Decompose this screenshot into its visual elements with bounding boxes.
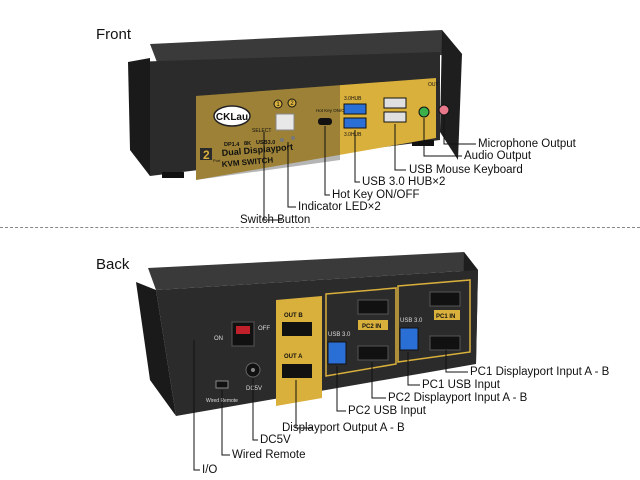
dp-output-a-port [282,364,312,378]
microphone-jack [438,104,450,116]
section-divider [0,227,640,228]
model-line-2: KVM SWITCH [221,156,273,169]
pc1-in-label: PC1 IN [436,314,455,320]
pc1-dp-b-port [429,291,461,307]
callout-wired-remote: Wired Remote [232,449,306,461]
logo-text: CKLau [216,112,248,123]
callout-audio-output: Audio Output [464,150,532,162]
hub-label-top: 3.0HUB [344,96,362,102]
callout-usb-mouse-keyboard: USB Mouse Keyboard [409,164,523,176]
badge-8k: 8K [244,141,251,147]
pc1-usb-port [399,327,419,351]
callout-io: I/O [202,464,218,476]
callout-pc1-dp-input: PC1 Displayport Input A - B [470,366,610,378]
callout-pc2-usb-input: PC2 USB Input [348,405,426,417]
on-label: ON [214,336,223,342]
pc1-dp-a-port [429,335,461,351]
switch-button [275,113,295,131]
hotkey-label: Hot Key ON/OFF [316,108,351,113]
badge-dp14: DP1.4 [224,142,240,148]
dp-output-b-port [282,322,312,336]
usb30-hub-port-1 [343,103,367,115]
usb-mouse-port [383,97,407,109]
pc2-dp-b-port [357,299,389,315]
pc1-gold-panel [397,279,471,363]
indicator-led-2 [291,136,295,140]
port-suffix: Port [213,158,221,163]
usb30-hub-port-2 [343,117,367,129]
callout-pc2-dp-input: PC2 Displayport Input A - B [388,392,528,404]
out-a-label: OUT A [284,354,303,360]
callout-indicator-led: Indicator LED×2 [298,201,381,213]
off-label: OFF [258,326,270,332]
usb-keyboard-port [383,111,407,123]
usb30-left-label: USB 3.0 [328,332,351,338]
pc2-in-label: PC2 IN [362,324,381,330]
port-number-2: 2 [290,101,294,107]
back-device: ON OFF DC5V Wired Remote OUT B OUT A USB… [136,252,478,416]
callout-pc1-usb-input: PC1 USB Input [422,379,500,391]
back-leader-lines [193,340,468,471]
front-device: CKLau SELECT 1 2 Hot Key ON/OFF 2 Port D… [128,30,462,180]
out-label: OUT [428,82,439,88]
front-section-label: Front [96,26,132,43]
callout-dc5v: DC5V [260,434,291,446]
callout-hotkey: Hot Key ON/OFF [332,189,420,201]
wired-remote-port [215,380,229,389]
indicator-led-1 [280,138,284,142]
dc5v-label: DC5V [246,386,262,392]
audio-output-jack [418,106,430,118]
pc2-dp-a-port [357,345,389,361]
back-section-label: Back [96,256,130,273]
port-count: 2 [203,148,210,162]
hub-label-bottom: 3.0HUB [344,132,362,138]
front-leader-lines [263,116,476,221]
port-number-1: 1 [276,102,280,108]
front-gold-panel [196,78,436,180]
pc2-usb-port [327,341,347,365]
out-b-label: OUT B [284,313,303,319]
callout-dp-output: Displayport Output A - B [282,422,405,434]
hotkey-button [318,118,332,125]
callout-switch-button: Switch Button [240,214,311,226]
pc2-gold-panel [325,287,397,377]
badge-usb30: USB3.0 [256,140,275,146]
brand-logo: CKLau [213,105,251,127]
usb30-right-label: USB 3.0 [400,318,423,324]
callout-microphone-output: Microphone Output [478,138,576,150]
callout-usb30-hub: USB 3.0 HUB×2 [362,176,446,188]
select-label: SELECT [252,128,271,134]
